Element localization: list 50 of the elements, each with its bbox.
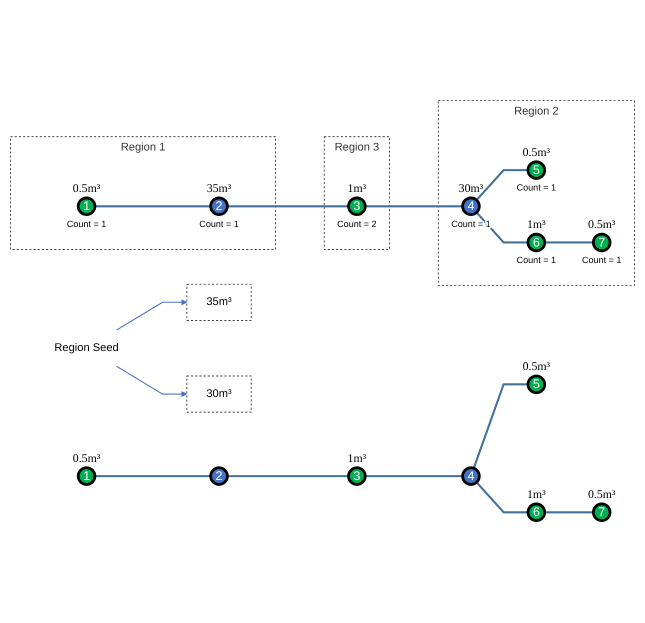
node-caption: 1m³ — [527, 487, 546, 502]
connector — [227, 475, 349, 478]
node-caption: Count = 1 — [516, 255, 556, 266]
node-caption: Count = 1 — [516, 183, 556, 193]
node-caption: Count = 2 — [337, 219, 377, 230]
arrow — [116, 366, 188, 398]
node-caption: 0.5m³ — [522, 359, 550, 374]
node-caption: 0.5m³ — [72, 451, 100, 466]
node-box: 30m³ — [186, 376, 252, 413]
connector — [544, 242, 594, 244]
node-caption: 1m³ — [348, 451, 366, 466]
node-caption: Count = 1 — [66, 219, 106, 230]
node-circle: 6 — [526, 233, 546, 253]
node-circle: 4 — [461, 466, 481, 486]
arrow — [116, 300, 188, 331]
connector — [94, 475, 211, 478]
node-caption: Count = 1 — [199, 219, 239, 230]
node-circle: 3 — [347, 196, 367, 216]
node-circle: 5 — [526, 374, 546, 394]
node-caption: Count = 1 — [451, 219, 491, 230]
connector — [365, 475, 463, 478]
node-circle: 3 — [347, 466, 367, 486]
connector — [94, 206, 211, 208]
node-caption: 0.5m³ — [522, 145, 550, 160]
node-caption: 1m³ — [527, 218, 546, 232]
node-caption: 0.5m³ — [588, 487, 616, 502]
node-circle: 7 — [592, 502, 612, 522]
node-caption: Count = 1 — [582, 255, 622, 266]
connector — [472, 384, 528, 469]
node-text: Region Seed — [54, 342, 119, 354]
node-circle: 4 — [461, 196, 481, 216]
node-caption: 0.5m³ — [588, 218, 616, 232]
node-circle: 2 — [209, 466, 229, 486]
connector — [365, 206, 463, 208]
node-circle: 2 — [209, 196, 229, 216]
node-circle: 6 — [526, 502, 546, 522]
connector — [476, 482, 528, 514]
node-box: 35m³ — [186, 284, 252, 322]
node-circle: 5 — [526, 160, 546, 180]
node-circle: 7 — [592, 233, 612, 253]
node-circle: 1 — [76, 196, 96, 216]
connector — [227, 206, 349, 208]
node-caption: 35m³ — [206, 181, 232, 196]
node-caption: 0.5m³ — [72, 181, 100, 196]
node-caption: 30m³ — [458, 181, 484, 196]
node-caption: 1m³ — [348, 181, 366, 196]
node-circle: 1 — [76, 466, 96, 486]
connector — [476, 169, 528, 202]
connector — [544, 512, 594, 514]
connector — [476, 212, 528, 244]
